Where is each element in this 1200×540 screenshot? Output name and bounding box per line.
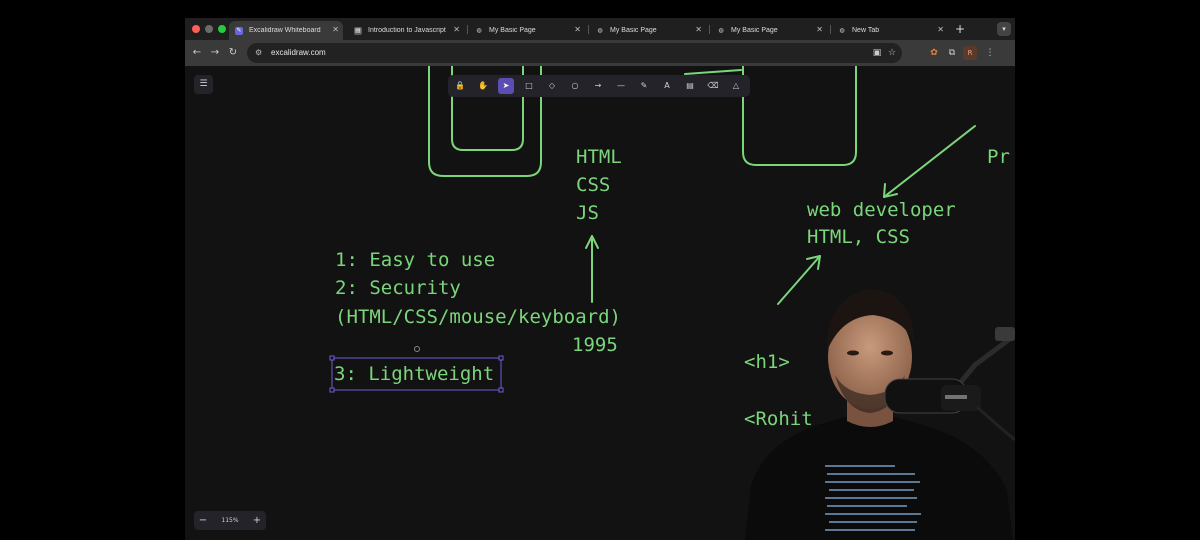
close-icon[interactable]: ✕: [574, 25, 581, 34]
text-point-3[interactable]: 3: Lightweight: [334, 363, 495, 385]
tab-excalidraw[interactable]: ✎ Excalidraw Whiteboard ✕: [229, 21, 343, 40]
text-icon[interactable]: A: [664, 81, 670, 90]
selection-icon[interactable]: ➤: [498, 78, 514, 94]
globe-icon: ◍: [597, 27, 603, 34]
tab-title: Introduction to Javascript: [368, 27, 446, 34]
tab-search-button[interactable]: ▾: [997, 22, 1011, 36]
line-icon[interactable]: —: [617, 81, 625, 90]
presenter-shirt: [745, 417, 1013, 540]
right-box-shape: [742, 66, 857, 166]
tab-basic-page-1[interactable]: ◍ My Basic Page ✕: [469, 21, 585, 40]
back-button[interactable]: ←: [192, 47, 202, 58]
close-icon[interactable]: ✕: [695, 25, 702, 34]
canvas-drawings: [329, 66, 976, 393]
text-html[interactable]: HTML: [576, 146, 622, 168]
more-tools-icon[interactable]: △: [732, 81, 740, 90]
text-html-css[interactable]: HTML, CSS: [807, 226, 910, 248]
image-icon[interactable]: ▤: [686, 81, 694, 90]
shirt-code-print: [825, 465, 921, 531]
zoom-controls: − 115% +: [194, 511, 266, 530]
address-bar[interactable]: ⚙ excalidraw.com ▣ ☆: [247, 43, 902, 63]
text-rohit-tag[interactable]: <Rohit: [744, 408, 813, 430]
url-text: excalidraw.com: [271, 48, 326, 57]
tab-title: New Tab: [852, 27, 880, 34]
microphone-icon: [884, 378, 981, 414]
outer-box-shape: [428, 66, 542, 177]
site-info-icon[interactable]: ⚙: [255, 48, 263, 57]
extension-icon[interactable]: ✿: [930, 48, 938, 58]
presenter-hair: [826, 289, 915, 351]
text-point-1[interactable]: 1: Easy to use: [335, 249, 496, 271]
diamond-icon[interactable]: ◇: [548, 81, 556, 90]
doc-icon: ▤: [354, 26, 362, 35]
close-window-button[interactable]: [192, 25, 200, 33]
browser-toolbar: ← → ↻ ⚙ excalidraw.com ▣ ☆ ✿ ⧉ R ⋮: [185, 40, 1015, 66]
minimize-window-button[interactable]: [205, 25, 213, 33]
kebab-menu-icon[interactable]: ⋮: [985, 48, 995, 58]
ellipse-icon[interactable]: ○: [571, 81, 579, 90]
reload-button[interactable]: ↻: [228, 47, 238, 58]
text-point-2-detail[interactable]: (HTML/CSS/mouse/keyboard): [335, 306, 621, 328]
tab-introduction[interactable]: ▤ Introduction to Javascript ✕: [348, 21, 464, 40]
text-h1-tag[interactable]: <h1>: [744, 351, 790, 373]
globe-icon: ◍: [476, 27, 482, 34]
globe-icon: ◍: [839, 27, 845, 34]
tab-basic-page-2[interactable]: ◍ My Basic Page ✕: [590, 21, 706, 40]
eraser-icon[interactable]: ⌫: [707, 81, 719, 90]
maximize-window-button[interactable]: [218, 25, 226, 33]
forward-button[interactable]: →: [210, 47, 220, 58]
tab-basic-page-3[interactable]: ◍ My Basic Page ✕: [711, 21, 827, 40]
tab-title: My Basic Page: [489, 27, 536, 34]
webcam-overlay: [745, 289, 1015, 540]
cast-icon[interactable]: ▣: [872, 48, 882, 58]
main-menu-button[interactable]: ☰: [194, 75, 213, 94]
connector-line: [684, 69, 742, 75]
tab-title: Excalidraw Whiteboard: [249, 27, 321, 34]
excalidraw-icon: ✎: [235, 26, 243, 35]
close-icon[interactable]: ✕: [332, 25, 339, 34]
lock-icon[interactable]: 🔒: [455, 81, 465, 90]
arrow-icon[interactable]: →: [594, 81, 602, 90]
tab-title: My Basic Page: [731, 27, 778, 34]
close-icon[interactable]: ✕: [937, 25, 944, 34]
shape-toolbar: 🔒 ✋ ➤ □ ◇ ○ → — ✎ A ▤ ⌫ △: [448, 75, 750, 97]
close-icon[interactable]: ✕: [453, 25, 460, 34]
avatar[interactable]: R: [963, 46, 977, 60]
text-point-2[interactable]: 2: Security: [335, 277, 461, 299]
globe-icon: ◍: [718, 27, 724, 34]
close-icon[interactable]: ✕: [816, 25, 823, 34]
text-web-developer[interactable]: web developer: [807, 199, 956, 221]
down-left-arrow: [883, 125, 976, 198]
puzzle-icon[interactable]: ⧉: [948, 48, 956, 58]
selection-box: [329, 346, 504, 393]
zoom-in-button[interactable]: +: [252, 515, 262, 526]
text-year[interactable]: 1995: [572, 334, 618, 356]
zoom-level[interactable]: 115%: [221, 517, 239, 524]
inner-box-shape: [451, 66, 524, 151]
bookmark-star-icon[interactable]: ☆: [887, 48, 897, 58]
browser-tab-strip: ✎ Excalidraw Whiteboard ✕ ▤ Introduction…: [185, 18, 1015, 40]
rectangle-icon[interactable]: □: [525, 81, 533, 90]
tab-title: My Basic Page: [610, 27, 657, 34]
zoom-out-button[interactable]: −: [198, 515, 208, 526]
text-css[interactable]: CSS: [576, 174, 611, 196]
new-tab-button[interactable]: +: [954, 22, 966, 36]
text-js[interactable]: JS: [576, 202, 599, 224]
draw-icon[interactable]: ✎: [640, 81, 648, 90]
text-pr[interactable]: Pr: [987, 146, 1010, 168]
hand-icon[interactable]: ✋: [478, 81, 488, 90]
tab-new-tab[interactable]: ◍ New Tab ✕: [832, 21, 948, 40]
up-right-arrow: [777, 255, 821, 305]
